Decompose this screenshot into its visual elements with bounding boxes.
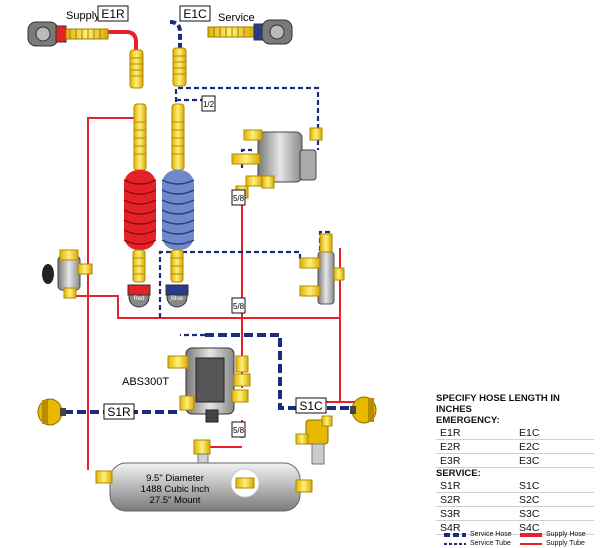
tank-diameter: 9.5" Diameter	[146, 473, 204, 484]
size-tag-half: 1/2	[201, 95, 216, 112]
legend-service-tube-label: Service Tube	[470, 540, 511, 547]
service-tube-lines	[158, 86, 330, 337]
service-hose-swatch	[444, 532, 466, 537]
hose-length-spec-table: SPECIFY HOSE LENGTH IN INCHES EMERGENCY:…	[436, 393, 594, 535]
service-gladhand	[207, 19, 293, 45]
spec-cell: S4R	[440, 522, 461, 534]
size-tag-5-8-middle: 5/8	[231, 297, 246, 314]
spec-cell: E1C	[519, 427, 540, 439]
spec-service-heading: SERVICE:	[436, 468, 481, 479]
supply-hose-e1r	[108, 30, 138, 50]
service-label: Service	[218, 12, 255, 24]
supply-label: Supply	[66, 10, 100, 22]
service-hose-e1c	[169, 20, 182, 48]
legend-supply-tube-label: Supply Tube	[546, 540, 585, 547]
supply-tube-lines	[76, 117, 360, 470]
fitting-coil-blue-top	[171, 103, 185, 171]
supply-hose-swatch	[520, 532, 542, 537]
legend-supply-hose: Supply Hose	[520, 531, 586, 538]
abs-modulator-valve	[167, 347, 251, 423]
spec-row: E3R E3C	[436, 454, 594, 468]
tank-mount: 27.5" Mount	[150, 495, 201, 506]
spec-emergency-heading: EMERGENCY:	[436, 415, 500, 426]
spec-cell: E3R	[440, 455, 461, 467]
spec-cell: E3C	[519, 455, 540, 467]
legend-service-hose-label: Service Hose	[470, 531, 512, 538]
s1r-tag: S1R	[103, 403, 135, 420]
fitting-e1r-lower	[129, 49, 144, 89]
check-valve	[295, 415, 333, 465]
spec-row: S2R S2C	[436, 493, 594, 507]
spec-row: E2R E2C	[436, 440, 594, 454]
size-tag-5-8-lower-text: 5/8	[233, 426, 245, 435]
spec-row: E1R E1C	[436, 426, 594, 440]
air-tank	[95, 462, 313, 512]
red-gladhand-label: Red	[133, 296, 144, 302]
e1r-tag: E1R	[97, 5, 129, 22]
service-tube-swatch	[444, 542, 466, 545]
blue-gladhand	[165, 284, 189, 308]
spec-cell: S2R	[440, 494, 461, 506]
s1c-tag-text: S1C	[299, 399, 323, 413]
supply-gladhand	[27, 21, 109, 47]
abs-label: ABS300T	[122, 376, 169, 388]
spec-cell: E2C	[519, 441, 540, 453]
fitting-coil-red-top	[133, 103, 147, 171]
s1r-tag-text: S1R	[107, 405, 131, 419]
red-gladhand	[127, 284, 151, 308]
tee-fitting-right	[299, 233, 345, 305]
tank-volume: 1488 Cubic Inch	[141, 484, 210, 495]
legend-supply-tube: Supply Tube	[520, 540, 585, 547]
spec-cell: E2R	[440, 441, 461, 453]
tank-elbow-fitting	[193, 439, 211, 465]
spec-row: S3R S3C	[436, 507, 594, 521]
supply-tube-swatch	[520, 542, 542, 545]
size-tag-5-8-upper: 5/8	[231, 189, 246, 206]
spec-cell: S4C	[519, 522, 540, 534]
size-tag-half-text: 1/2	[203, 100, 215, 109]
spec-row: S1R S1C	[436, 479, 594, 493]
legend-supply-hose-label: Supply Hose	[546, 531, 586, 538]
brake-chamber-right	[350, 396, 377, 424]
spec-cell: S3C	[519, 508, 540, 520]
spec-title: SPECIFY HOSE LENGTH IN INCHES	[436, 393, 560, 415]
e1c-tag-text: E1C	[183, 7, 207, 21]
brake-chamber-left	[37, 398, 66, 426]
relay-valve	[231, 127, 323, 199]
legend-service-hose: Service Hose	[444, 531, 512, 538]
size-tag-5-8-middle-text: 5/8	[233, 302, 245, 311]
size-tag-5-8-lower: 5/8	[231, 421, 246, 438]
spec-cell: S1R	[440, 480, 461, 492]
s1c-tag: S1C	[295, 397, 327, 414]
spec-cell: S2C	[519, 494, 540, 506]
red-supply-coil	[123, 170, 157, 250]
fitting-coil-blue-bottom	[170, 249, 184, 283]
fitting-coil-red-bottom	[132, 249, 146, 283]
e1r-tag-text: E1R	[101, 7, 125, 21]
spec-cell: S3R	[440, 508, 461, 520]
fitting-e1c-lower	[172, 47, 187, 87]
legend-service-tube: Service Tube	[444, 540, 511, 547]
e1c-tag: E1C	[179, 5, 211, 22]
spec-cell: E1R	[440, 427, 461, 439]
spec-cell: S1C	[519, 480, 540, 492]
line-type-legend: Service Hose Service Tube Supply Hose Su…	[444, 531, 594, 548]
blue-service-coil	[161, 170, 195, 250]
spec-row: S4R S4C	[436, 521, 594, 535]
size-tag-5-8-upper-text: 5/8	[233, 194, 245, 203]
shutoff-valve-left	[42, 249, 93, 299]
blue-gladhand-label: Blue	[171, 296, 184, 302]
